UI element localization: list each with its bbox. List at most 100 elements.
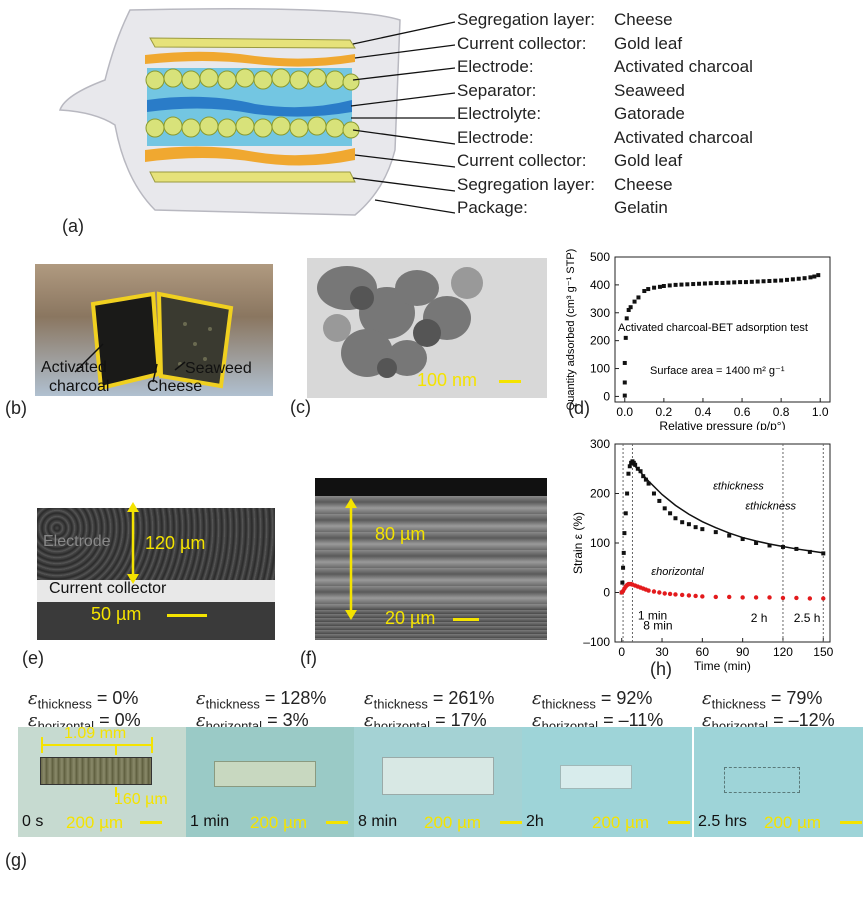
tile-time: 2.5 hrs bbox=[698, 813, 747, 830]
data-point bbox=[702, 281, 707, 286]
data-point-thickness bbox=[673, 516, 678, 521]
data-point bbox=[628, 305, 633, 310]
fit-curve bbox=[629, 460, 824, 554]
tile-time: 2h bbox=[526, 813, 544, 830]
annotation: εhorizontal bbox=[651, 566, 704, 578]
data-point-thickness bbox=[680, 520, 685, 525]
panel-e-tag: (e) bbox=[22, 648, 44, 668]
data-point-horizontal bbox=[662, 591, 667, 596]
data-point bbox=[652, 285, 657, 290]
y-tick-label: 200 bbox=[590, 487, 610, 501]
panel-a-illustration bbox=[58, 8, 455, 216]
strain-thickness-3: εthickness = 92% bbox=[532, 688, 653, 712]
data-point bbox=[657, 284, 662, 289]
layer-row: Package:Gelatin bbox=[457, 198, 668, 217]
data-point bbox=[623, 335, 628, 340]
vline-label: 2 h bbox=[751, 611, 768, 625]
layer-row: Current collector:Gold leaf bbox=[457, 33, 683, 53]
x-axis-label: Relative pressure (p/p°) bbox=[659, 419, 785, 430]
tile-scale: 200 µm bbox=[764, 813, 822, 832]
panel-d-tag: (d) bbox=[568, 398, 590, 418]
strain-thickness-0: εthickness = 0% bbox=[28, 688, 139, 712]
x-tick-label: 150 bbox=[813, 645, 833, 659]
sem-electrode-label: Electrode bbox=[43, 533, 111, 550]
layer-row: Electrode:Activated charcoal bbox=[457, 57, 753, 76]
data-point bbox=[626, 307, 631, 312]
data-point bbox=[767, 278, 772, 283]
data-point bbox=[673, 282, 678, 287]
data-point-thickness bbox=[767, 543, 772, 548]
data-point-thickness bbox=[754, 541, 759, 545]
data-point-thickness bbox=[740, 537, 745, 542]
tem-particles-art bbox=[317, 266, 483, 378]
y-tick-label: 300 bbox=[590, 306, 610, 320]
strain-thickness-2: εthickness = 261% bbox=[364, 688, 495, 712]
data-point-thickness bbox=[646, 481, 651, 486]
annotation: εthickness bbox=[713, 481, 764, 493]
data-point bbox=[738, 280, 743, 285]
x-tick-label: 90 bbox=[736, 645, 750, 659]
tile-scale-bar bbox=[326, 821, 348, 824]
gelatin-tile-0: 1.09 mm 160 µm 0 s 200 µm bbox=[18, 725, 188, 837]
y-tick-label: 200 bbox=[590, 334, 610, 348]
sem-thickness-label: 120 µm bbox=[145, 533, 206, 553]
x-tick-label: 1.0 bbox=[812, 405, 829, 419]
x-tick-label: 0.4 bbox=[695, 405, 712, 419]
layer-row: Separator:Seaweed bbox=[457, 80, 685, 100]
data-point-thickness bbox=[807, 549, 812, 554]
panel-e-sem: Electrode 120 µm Current collector 50 µm bbox=[37, 500, 275, 640]
data-point bbox=[624, 316, 629, 321]
data-point bbox=[622, 393, 627, 398]
gelatin-tile-1: 1 min 200 µm bbox=[186, 727, 356, 837]
data-point-thickness bbox=[621, 550, 626, 555]
panel-b-tag: (b) bbox=[5, 398, 27, 418]
x-tick-label: 0 bbox=[618, 645, 625, 659]
data-point-thickness bbox=[700, 527, 705, 532]
thickness-arrow bbox=[127, 502, 139, 584]
panel-a-legend: Segregation layer:Cheese Current collect… bbox=[457, 10, 797, 222]
panel-c-tem: 100 nm bbox=[307, 258, 547, 398]
tile-scale: 200 µm bbox=[424, 813, 482, 832]
x-tick-label: 0.0 bbox=[616, 405, 633, 419]
data-point-thickness bbox=[657, 498, 662, 503]
x-tick-label: 0.6 bbox=[734, 405, 751, 419]
sem-f-scale: 20 µm bbox=[385, 608, 436, 628]
data-point bbox=[646, 287, 651, 292]
data-point-horizontal bbox=[679, 592, 685, 598]
label-seaweed: Seaweed bbox=[185, 360, 252, 377]
panel-h-tag: (h) bbox=[650, 659, 672, 679]
data-point-thickness bbox=[621, 565, 626, 570]
sem-scale-label: 50 µm bbox=[91, 604, 142, 624]
data-point-thickness bbox=[638, 469, 643, 474]
data-point bbox=[796, 276, 801, 281]
data-point-horizontal bbox=[657, 590, 662, 595]
data-point bbox=[779, 278, 784, 283]
y-tick-label: 300 bbox=[590, 437, 610, 451]
data-point bbox=[816, 273, 821, 278]
data-point bbox=[632, 299, 637, 304]
data-point-thickness bbox=[620, 580, 625, 585]
tile-scale: 200 µm bbox=[66, 813, 124, 832]
data-point bbox=[749, 279, 754, 284]
data-point bbox=[622, 380, 627, 385]
annotation: Activated charcoal-BET adsorption test bbox=[618, 322, 808, 334]
sandwich-photo-art bbox=[74, 291, 234, 391]
vline-label: 8 min bbox=[643, 619, 672, 633]
data-point-horizontal bbox=[753, 595, 759, 600]
data-point bbox=[667, 283, 672, 288]
data-point-thickness bbox=[713, 530, 718, 535]
y-tick-label: 400 bbox=[590, 278, 610, 292]
data-point bbox=[785, 277, 789, 282]
data-point-thickness bbox=[780, 544, 785, 549]
data-point bbox=[812, 274, 817, 279]
data-point-horizontal bbox=[693, 593, 698, 599]
data-point-horizontal bbox=[673, 592, 678, 597]
label-cheese: Cheese bbox=[147, 378, 203, 395]
panel-f-tag: (f) bbox=[300, 648, 317, 668]
data-point-horizontal bbox=[821, 596, 826, 601]
data-point-horizontal bbox=[700, 594, 705, 599]
y-tick-label: 100 bbox=[590, 362, 610, 376]
data-point bbox=[802, 276, 807, 281]
gelatin-tile-2: 8 min 200 µm bbox=[354, 727, 524, 837]
data-point bbox=[708, 281, 713, 286]
